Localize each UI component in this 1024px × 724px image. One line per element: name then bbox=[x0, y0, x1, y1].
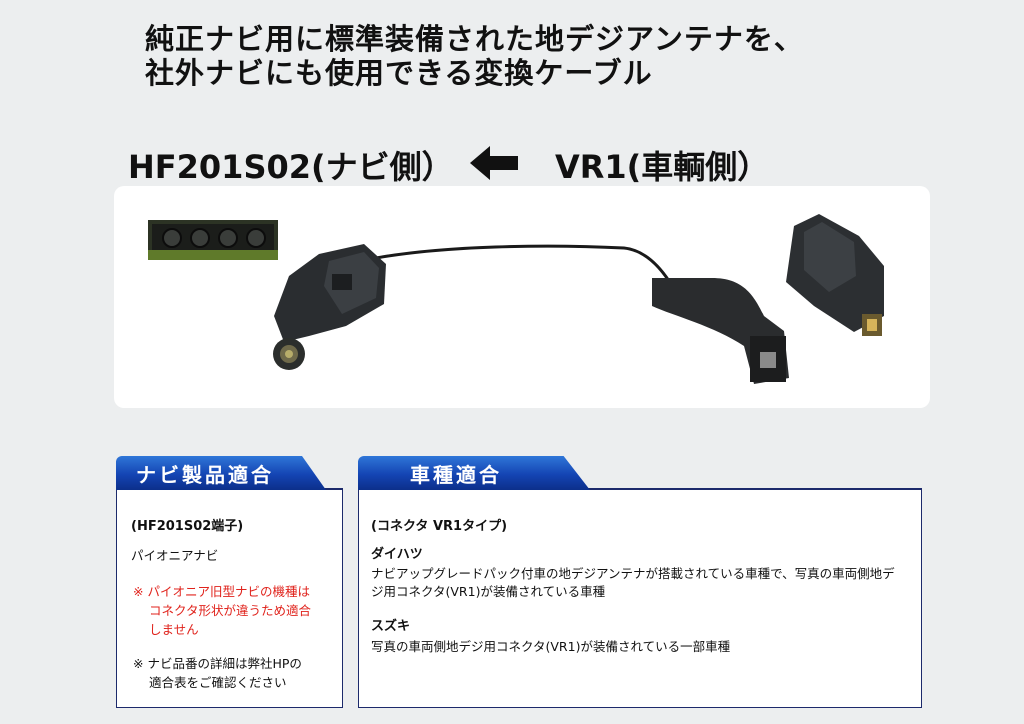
vehicle-side-adapter-image bbox=[652, 278, 789, 384]
nav-note-line-1: ※ ナビ品番の詳細は弊社HPの bbox=[133, 656, 302, 671]
nav-note-line-2: 適合表をご確認ください bbox=[149, 675, 287, 690]
nav-warning-line-1: ※ パイオニア旧型ナビの機種は bbox=[133, 584, 310, 599]
daihatsu-line-1: ナビアップグレードパック付車の地デジアンテナが搭載されている車種で、写真の車両側… bbox=[371, 566, 895, 581]
headline: 純正ナビ用に標準装備された地デジアンテナを、 社外ナビにも使用できる変換ケーブル bbox=[145, 22, 804, 90]
vehicle-connector-image bbox=[786, 214, 884, 336]
left-arrow-icon bbox=[470, 146, 518, 180]
connector-label-row: HF201S02(ナビ側） VR1(車輌側） bbox=[0, 140, 1024, 186]
nav-compatibility-box: (HF201S02端子) パイオニアナビ ※ パイオニア旧型ナビの機種は コネク… bbox=[116, 488, 343, 708]
nav-side-connector-label: HF201S02(ナビ側） bbox=[128, 148, 454, 186]
headline-line-2: 社外ナビにも使用できる変換ケーブル bbox=[145, 56, 653, 90]
maker-daihatsu: ダイハツ bbox=[371, 547, 423, 562]
suzuki-line-1: 写真の車両側地デジ用コネクタ(VR1)が装備されている一部車種 bbox=[371, 639, 731, 654]
vehicle-connector-type: (コネクタ VR1タイプ) bbox=[371, 519, 508, 534]
vehicle-tab-slant bbox=[546, 456, 590, 490]
nav-warning-line-2: コネクタ形状が違うため適合 bbox=[149, 603, 312, 618]
nav-brand: パイオニアナビ bbox=[131, 548, 219, 563]
vehicle-compatibility-box: (コネクタ VR1タイプ) ダイハツ ナビアップグレードパック付車の地デジアンテ… bbox=[358, 488, 922, 708]
cable-photo bbox=[148, 214, 884, 384]
vehicle-compatibility-tab: 車種適合 bbox=[358, 456, 554, 490]
nav-terminal-label: (HF201S02端子) bbox=[131, 519, 244, 534]
terminal-closeup-image bbox=[148, 220, 278, 260]
nav-compatibility-tab: ナビ製品適合 bbox=[116, 456, 294, 490]
daihatsu-line-2: ジ用コネクタ(VR1)が装備されている車種 bbox=[371, 584, 606, 599]
headline-line-1: 純正ナビ用に標準装備された地デジアンテナを、 bbox=[145, 22, 804, 56]
maker-suzuki: スズキ bbox=[371, 619, 411, 634]
nav-tab-slant bbox=[286, 456, 326, 490]
vehicle-side-connector-label: VR1(車輌側） bbox=[555, 148, 770, 186]
nav-side-connector-image bbox=[273, 244, 386, 370]
vehicle-section-rule bbox=[358, 488, 921, 490]
nav-warning-line-3: しません bbox=[149, 622, 199, 637]
product-photo-panel bbox=[114, 186, 930, 408]
